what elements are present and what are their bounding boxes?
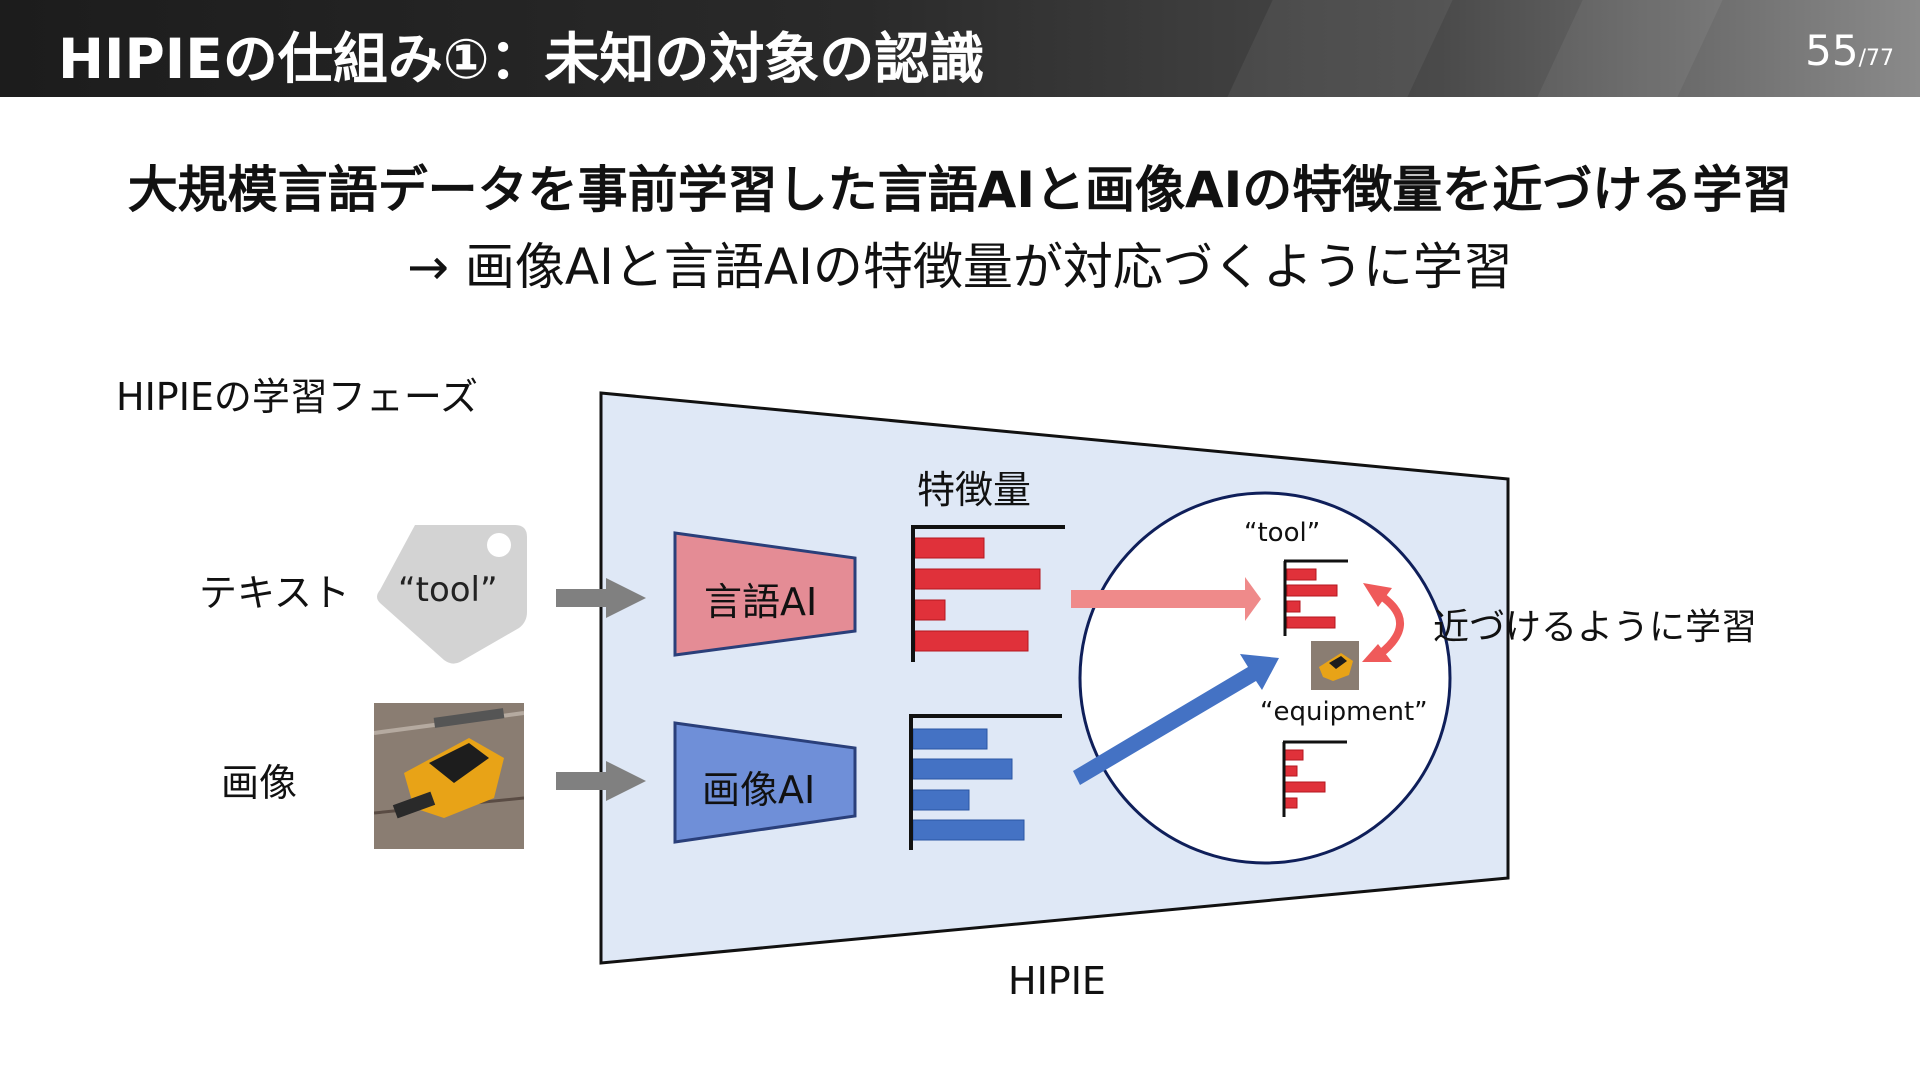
jigsaw-thumbnail xyxy=(1311,641,1359,690)
equipment-feature-bar xyxy=(1285,782,1325,792)
equipment-feature-bar xyxy=(1285,750,1303,760)
tool-feature-bar xyxy=(1287,585,1337,596)
approach-label: 近づけるように学習 xyxy=(1433,598,1757,650)
image-feature-bar xyxy=(913,759,1012,779)
jigsaw-photo xyxy=(374,703,524,849)
equipment-point-label: “equipment” xyxy=(1260,697,1428,727)
image-input-label: 画像 xyxy=(221,752,297,807)
hipie-label: HIPIE xyxy=(1008,959,1106,1003)
tag-text: “tool” xyxy=(398,570,498,610)
image-feature-bar xyxy=(913,729,987,749)
language-feature-bar xyxy=(915,538,984,558)
tool-feature-bar xyxy=(1287,617,1335,628)
language-ai-label: 言語AI xyxy=(704,571,817,626)
image-feature-bar xyxy=(913,820,1024,840)
text-input-label: テキスト xyxy=(199,562,350,617)
tool-feature-bar xyxy=(1287,601,1300,612)
equipment-feature-bar xyxy=(1285,798,1297,808)
language-feature-bar xyxy=(915,569,1040,589)
language-feature-bar xyxy=(915,631,1028,651)
tool-point-label: “tool” xyxy=(1244,518,1320,548)
equipment-feature-bar xyxy=(1285,766,1297,776)
phase-label: HIPIEの学習フェーズ xyxy=(116,366,478,421)
feature-label: 特徴量 xyxy=(917,459,1031,514)
tool-feature-bar xyxy=(1287,569,1316,580)
language-feature-bar xyxy=(915,600,945,620)
image-feature-bar xyxy=(913,790,969,810)
image-ai-label: 画像AI xyxy=(702,759,815,814)
